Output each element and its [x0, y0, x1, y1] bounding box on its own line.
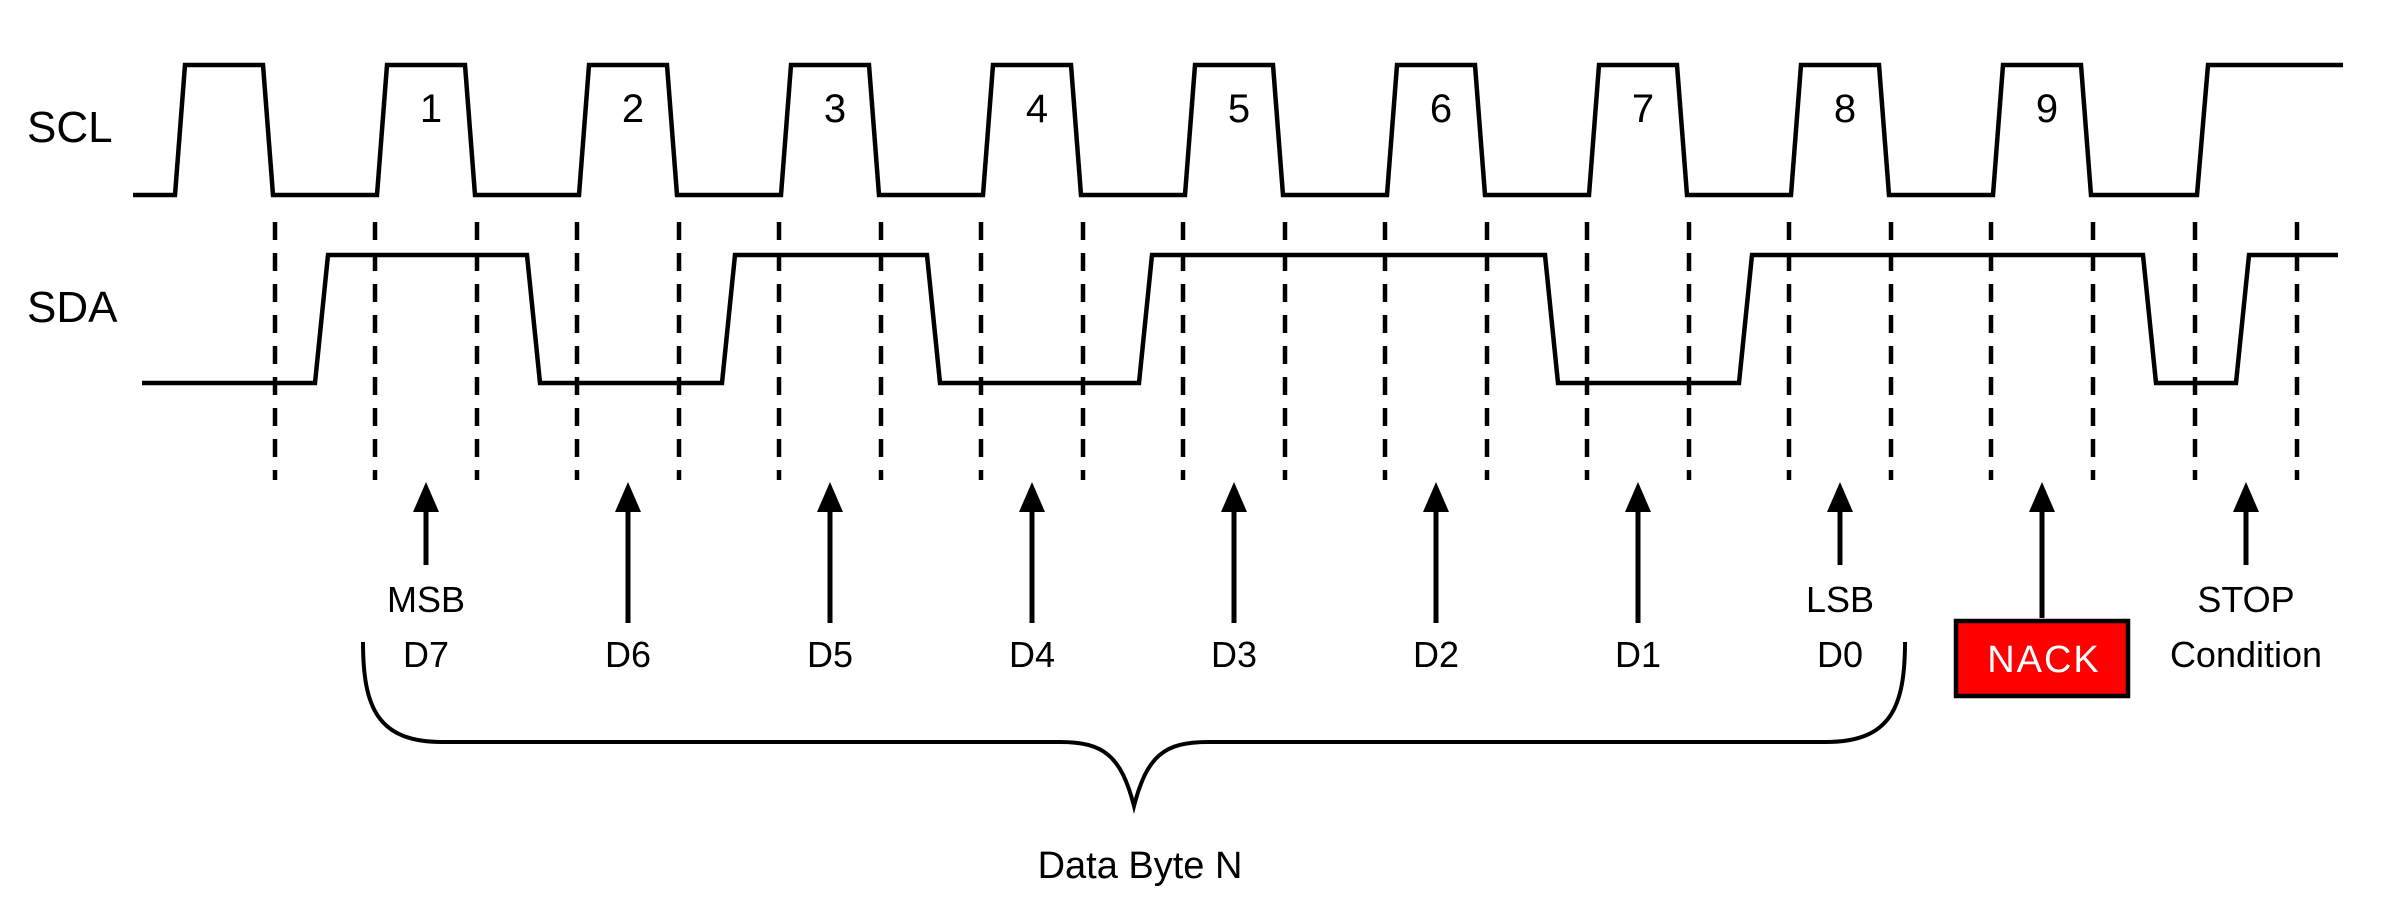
bit-arrow-msb-d7	[413, 482, 439, 565]
bit-arrow-msb-d7-head	[413, 482, 439, 512]
bit-arrow-d5-head	[817, 482, 843, 512]
bit-arrow-d4-head	[1019, 482, 1045, 512]
bit-arrow-d1	[1625, 482, 1651, 623]
scl-pulse-number-3: 3	[824, 87, 846, 131]
scl-pulse-numbers-group: 1 2 3 4 5 6 7 8 9	[420, 87, 2058, 131]
bit-arrow-d3	[1221, 482, 1247, 623]
scl-pulse-number-5: 5	[1228, 87, 1250, 131]
bit-label-d0: D0	[1817, 634, 1863, 675]
bit-label-lsb: LSB	[1806, 579, 1874, 620]
bit-label-msb: MSB	[387, 579, 465, 620]
scl-label: SCL	[27, 103, 113, 152]
bit-arrow-d2-head	[1423, 482, 1449, 512]
bit-arrow-lsb-d0	[1827, 482, 1853, 565]
bit-arrow-d2	[1423, 482, 1449, 623]
sda-label: SDA	[27, 283, 118, 332]
bit-label-d7: D7	[403, 634, 449, 675]
stop-label-line1: STOP	[2197, 579, 2294, 620]
bit-label-d2: D2	[1413, 634, 1459, 675]
scl-pulse-number-1: 1	[420, 87, 442, 131]
bit-label-d5: D5	[807, 634, 853, 675]
nack-arrow	[2029, 482, 2055, 618]
bit-arrow-d6-head	[615, 482, 641, 512]
nack-arrow-head	[2029, 482, 2055, 512]
bit-label-d1: D1	[1615, 634, 1661, 675]
bit-annotations-group: MSB D7 D6 D5 D4 D3 D2 D1 LSB D0	[387, 482, 2259, 675]
bit-arrow-lsb-d0-head	[1827, 482, 1853, 512]
bit-arrow-d3-head	[1221, 482, 1247, 512]
bit-arrow-d5	[817, 482, 843, 623]
data-byte-label: Data Byte N	[1038, 845, 1243, 887]
scl-pulse-number-2: 2	[622, 87, 644, 131]
data-byte-brace	[361, 641, 1907, 814]
bit-label-d6: D6	[605, 634, 651, 675]
bit-arrow-d1-head	[1625, 482, 1651, 512]
scl-pulse-number-8: 8	[1834, 87, 1856, 131]
scl-pulse-number-4: 4	[1026, 87, 1048, 131]
scl-pulse-number-9: 9	[2036, 87, 2058, 131]
bit-arrow-d4	[1019, 482, 1045, 623]
nack-box	[1953, 618, 2131, 699]
bit-label-d4: D4	[1009, 634, 1055, 675]
stop-arrow-head	[2233, 482, 2259, 512]
nack-label: NACK	[1987, 639, 2101, 681]
bit-label-d3: D3	[1211, 634, 1257, 675]
sampling-dash-lines-group	[272, 222, 2300, 480]
scl-pulse-number-7: 7	[1632, 87, 1654, 131]
stop-label-line2: Condition	[2170, 634, 2322, 675]
scl-waveform	[133, 62, 2343, 198]
stop-arrow	[2233, 482, 2259, 565]
scl-pulse-number-6: 6	[1430, 87, 1452, 131]
bit-arrow-d6	[615, 482, 641, 623]
sda-waveform	[142, 252, 2338, 386]
